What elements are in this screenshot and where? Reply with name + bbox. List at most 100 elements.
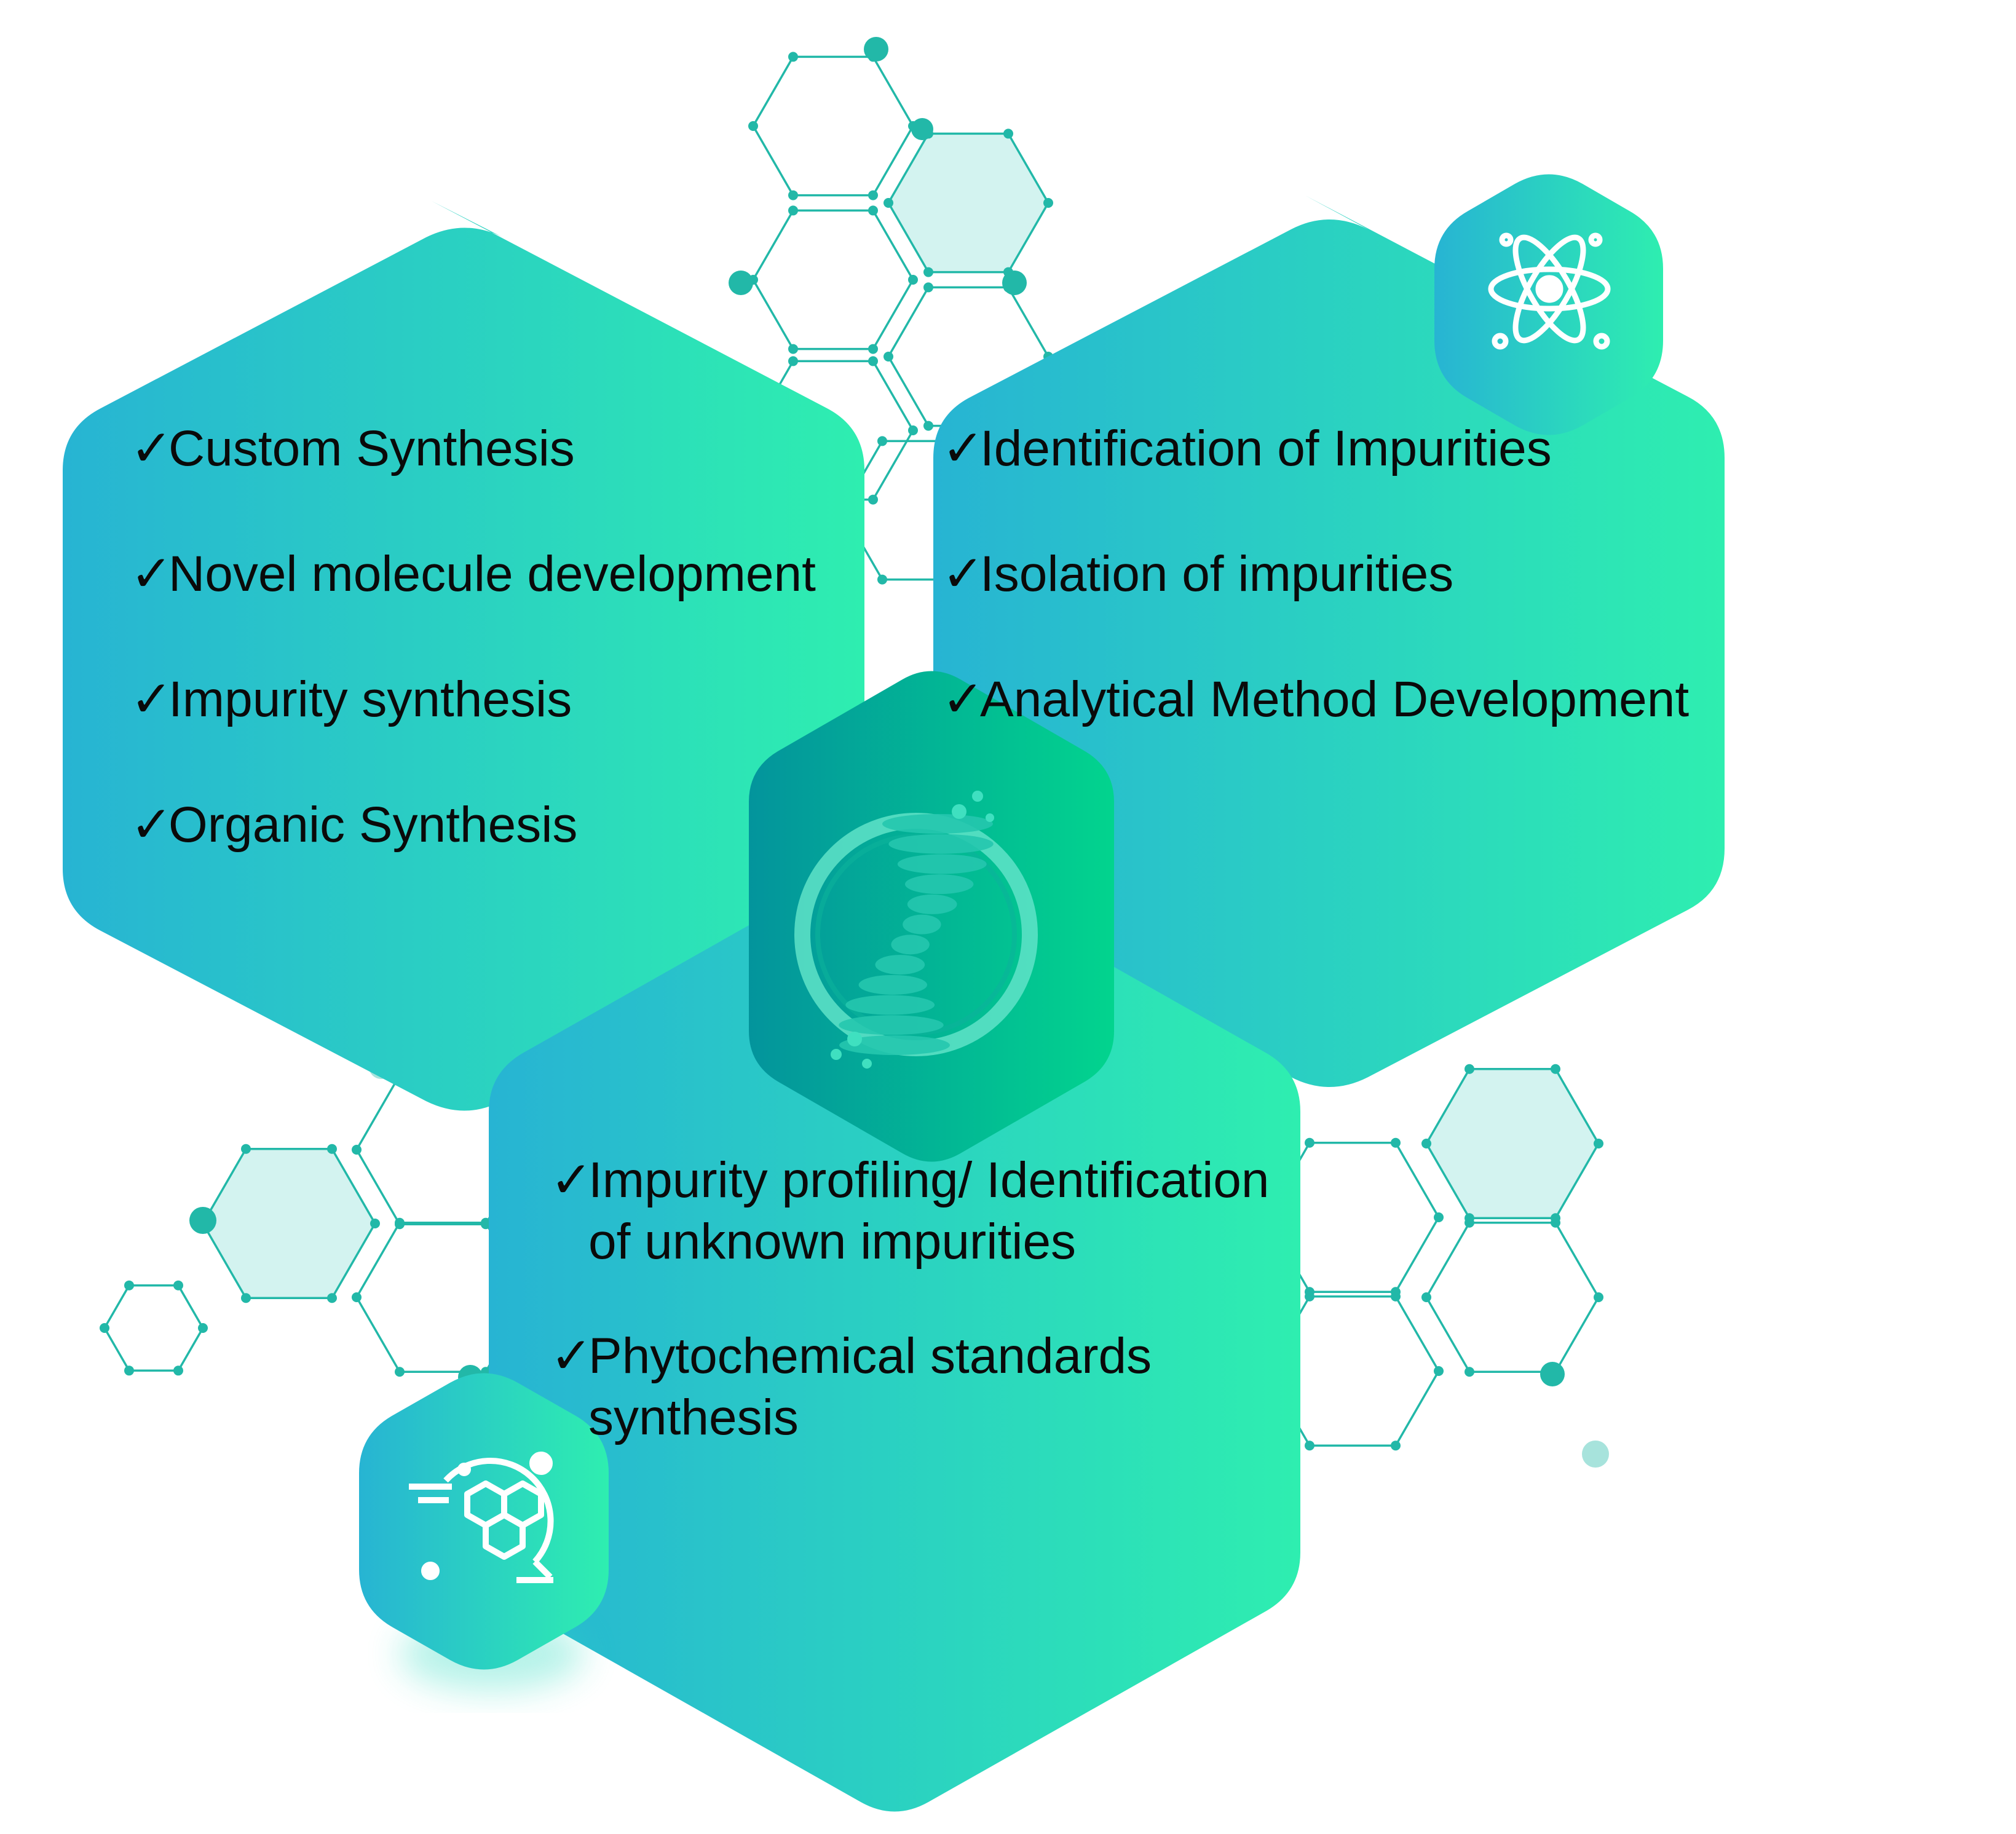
bottom-hexagon-panel (489, 852, 1300, 1812)
item-impurity-profiling: Impurity profiling/ Identification of un… (588, 1152, 1270, 1270)
network-node (1582, 1441, 1609, 1468)
network-node (173, 1280, 183, 1291)
network-node (1465, 1367, 1474, 1377)
network-hexagon (752, 55, 914, 197)
network-node (189, 1207, 216, 1234)
dna-rung (891, 935, 930, 955)
item-impurity-synthesis: Impurity synthesis (168, 671, 572, 728)
molecule-flask-icon (409, 1452, 554, 1583)
network-hexagon (103, 1284, 204, 1372)
list-item: ✓Analytical Method Development (942, 669, 1741, 730)
check-icon: ✓ (130, 797, 173, 853)
network-node (173, 1366, 183, 1376)
dna-node (831, 1049, 842, 1060)
network-node (748, 121, 758, 131)
network-node (868, 494, 878, 505)
left-hexagon-panel (63, 201, 864, 1111)
network-node (911, 118, 933, 140)
network-node (883, 352, 893, 362)
item-phytochemical-standards: Phytochemical standards synthesis (588, 1328, 1152, 1446)
item-isolation-impurities: Isolation of impurities (980, 546, 1454, 603)
network-node (868, 205, 878, 216)
network-node (124, 1366, 134, 1376)
network-node (1305, 1137, 1314, 1148)
network-node (1305, 1291, 1314, 1302)
network-node (327, 1293, 337, 1303)
network-node (908, 425, 918, 435)
network-node (395, 1217, 405, 1228)
network-hexagon (752, 209, 914, 350)
network-node (923, 282, 933, 293)
network-node (241, 1144, 251, 1154)
network-node (1043, 198, 1053, 208)
network-node (1465, 1217, 1474, 1228)
network-node (788, 356, 798, 366)
network-hexagon (1425, 1068, 1600, 1219)
network-node (1540, 1362, 1565, 1386)
dna-rung (875, 955, 925, 975)
network-node (1391, 1441, 1401, 1451)
list-item: ✓Impurity profiling/ Identification of u… (550, 1150, 1302, 1273)
network-node (1391, 1137, 1401, 1148)
network-node (883, 198, 893, 208)
dna-rung (882, 814, 993, 834)
list-item: ✓Custom Synthesis (130, 418, 868, 480)
network-node (1421, 1139, 1431, 1148)
network-node (868, 190, 878, 200)
network-hexagon (1425, 1222, 1600, 1373)
list-item: ✓Isolation of impurities (942, 543, 1741, 605)
network-node (327, 1144, 337, 1154)
bottom-panel-list: ✓Impurity profiling/ Identification of u… (550, 1150, 1350, 1501)
item-identification-impurities: Identification of Impurities (980, 421, 1552, 476)
network-node (241, 1293, 251, 1303)
network-node (868, 344, 878, 354)
dna-rung (904, 874, 974, 895)
check-icon: ✓ (550, 1328, 593, 1385)
left-panel-list: ✓Custom Synthesis ✓Novel molecule develo… (130, 418, 868, 920)
network-node (1551, 1064, 1560, 1074)
dna-rung (845, 995, 935, 1015)
network-hexagon (887, 132, 1050, 274)
check-icon: ✓ (942, 421, 984, 476)
network-node (1003, 128, 1013, 139)
right-panel-list: ✓Identification of Impurities ✓Isolation… (942, 418, 1741, 794)
dna-node (862, 1059, 872, 1069)
list-item: ✓Identification of Impurities (942, 418, 1741, 480)
network-node (352, 1145, 362, 1155)
network-hexagon (202, 1148, 376, 1299)
network-node (923, 421, 933, 431)
network-node (1434, 1366, 1444, 1376)
atom-badge-hexagon (1434, 174, 1663, 435)
network-node (198, 1323, 208, 1333)
dna-helix-icon (794, 791, 1038, 1069)
network-node (1421, 1292, 1431, 1302)
network-node (788, 344, 798, 354)
network-node (1002, 271, 1027, 295)
atom-icon (1488, 232, 1611, 350)
network-node (1594, 1139, 1603, 1148)
network-node (788, 190, 798, 200)
network-node (868, 356, 878, 366)
dna-rung (839, 1015, 944, 1035)
list-item: ✓Novel molecule development (130, 543, 868, 605)
network-node (481, 1217, 491, 1228)
dna-rung (888, 834, 994, 854)
item-custom-synthesis: Custom Synthesis (168, 421, 575, 476)
dna-rung (839, 1035, 950, 1055)
check-icon: ✓ (550, 1152, 593, 1208)
network-node (923, 267, 933, 277)
dna-rung (897, 854, 987, 874)
network-node (395, 1367, 405, 1377)
network-node (729, 271, 753, 295)
network-node (864, 37, 888, 61)
network-node (100, 1323, 109, 1333)
network-node (1434, 1212, 1444, 1222)
item-novel-molecule: Novel molecule development (168, 546, 816, 603)
network-node (1305, 1441, 1314, 1451)
dna-rung (903, 914, 941, 935)
dna-node (986, 813, 994, 822)
list-item: ✓Impurity synthesis (130, 669, 868, 730)
check-icon: ✓ (130, 671, 173, 728)
network-node (877, 574, 887, 585)
